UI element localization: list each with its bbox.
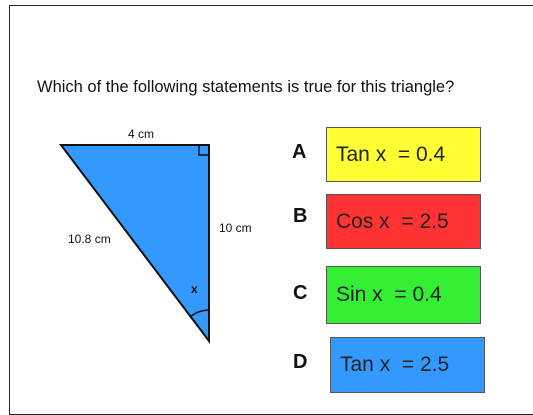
top-side-label: 4 cm: [128, 127, 155, 141]
right-angle-marker: [198, 145, 209, 156]
angle-x-label: x: [191, 282, 198, 296]
option-b-letter: B: [293, 205, 308, 227]
option-d-button[interactable]: Tan x = 2.5: [330, 337, 485, 393]
right-triangle-diagram: [58, 144, 210, 344]
option-b-button[interactable]: Cos x = 2.5: [326, 194, 481, 249]
hypotenuse-label: 10.8 cm: [68, 232, 111, 246]
option-d-letter: D: [293, 351, 308, 373]
option-c-letter: C: [293, 282, 308, 304]
angle-x-arc: [190, 309, 210, 318]
option-a-letter: A: [292, 141, 307, 163]
option-a-button[interactable]: Tan x = 0.4: [326, 127, 481, 182]
option-c-button[interactable]: Sin x = 0.4: [326, 266, 481, 324]
slide: Which of the following statements is tru…: [9, 5, 533, 415]
question-text: Which of the following statements is tru…: [37, 78, 455, 96]
triangle-shape: [58, 144, 210, 344]
right-side-label: 10 cm: [219, 221, 252, 235]
